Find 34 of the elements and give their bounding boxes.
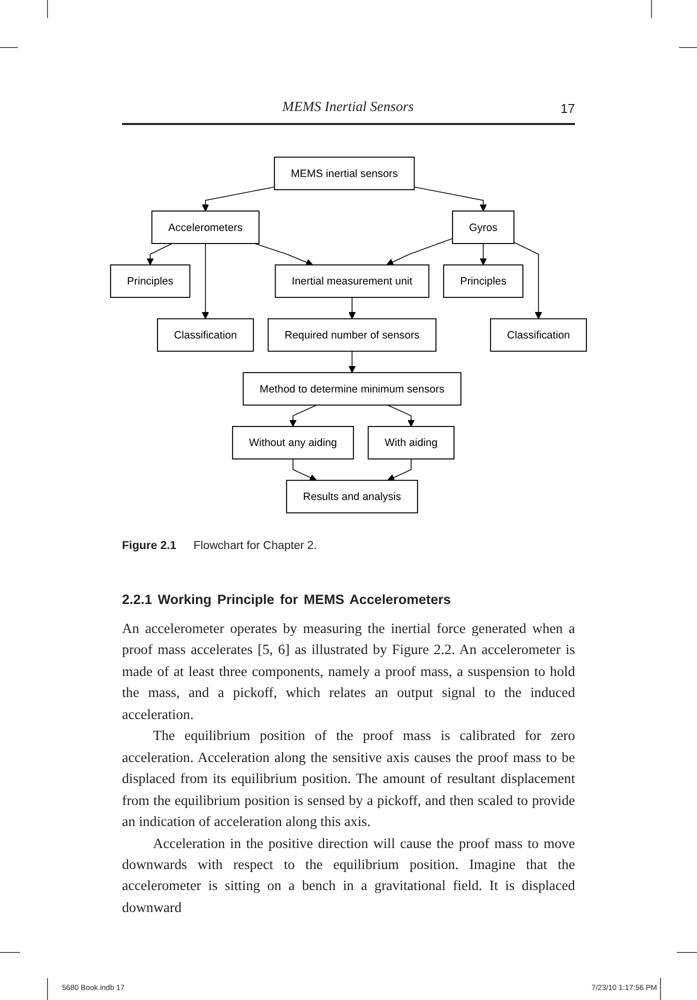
arrow (289, 404, 317, 427)
node-box: Principles (110, 264, 190, 298)
node-box: Principles (443, 264, 524, 298)
node-box: Results and analysis (286, 480, 418, 514)
arrow (292, 458, 317, 481)
page-number: 17 (560, 101, 575, 116)
section-heading: 2.2.1 Working Principle for MEMS Accelerometers (122, 591, 452, 609)
figure-caption: Figure 2.1 Flowchart for Chapter 2. (122, 540, 317, 552)
node-box: Method to determine minimum sensors (242, 372, 462, 406)
arrow (202, 243, 210, 320)
running-head: MEMS Inertial Sensors (282, 100, 414, 116)
arrow (414, 186, 487, 212)
arrow (387, 458, 412, 481)
node-box: Gyros (452, 210, 514, 244)
arrow (254, 243, 314, 266)
node-box: MEMS inertial sensors (274, 156, 415, 190)
node-box: Inertial measurement unit (274, 264, 430, 298)
arrow (146, 243, 173, 266)
arrow (348, 350, 356, 373)
node-box: Classification (490, 318, 587, 352)
arrow (387, 404, 415, 427)
arrow (386, 238, 453, 266)
node-box: With aiding (368, 426, 454, 460)
arrow (514, 242, 542, 320)
arrow (202, 186, 275, 212)
arrow (348, 296, 356, 320)
node-box: Accelerometers (151, 210, 260, 244)
node-box: Required number of sensors (268, 318, 436, 352)
arrow (480, 243, 487, 266)
node-box: Without any aiding (232, 426, 354, 460)
body-paragraph: Acceleration in the positive direction will cause the proof mass to move downwards with respect to the equilibrium position. Imagine that the accelerometer is sitting on a bench in a gravitational field. It is displaced downward (122, 834, 575, 918)
node-box: Classification (157, 318, 254, 352)
body-paragraph: The equilibrium position of the proof mass is calibrated for zero acceleration. Acceleration along the sensitive axis causes the proof mass to be displaced from its equilibrium position. The amount of resultant displacement from the equilibrium position is sensed by a pickoff, and then scaled to provide an indication of acceleration along this axis. (122, 727, 575, 832)
body-paragraph: An accelerometer operates by measuring the inertial force generated when a proof mass accelerates [5, 6] as illustrated by Figure 2.2. An accelerometer is made of at least three components, namely a proof mass, a suspension to hold the mass, and a pickoff, which relates an output signal to the induced acceleration. (122, 620, 575, 725)
